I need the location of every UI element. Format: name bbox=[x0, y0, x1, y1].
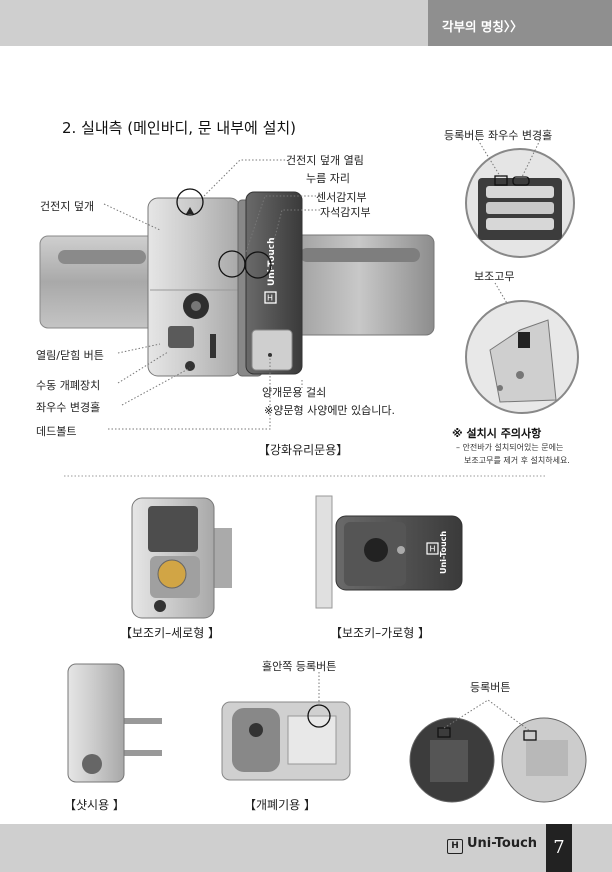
label-groove-register: 홀안쪽 등록버튼 bbox=[262, 660, 337, 673]
left-clamp-plate bbox=[39, 235, 161, 329]
label-magnet: 자석감지부 bbox=[320, 206, 371, 219]
callout-battery-open bbox=[176, 188, 204, 216]
label-double-door-note: ※양문형 사양에만 있습니다. bbox=[264, 404, 396, 417]
footer-bar bbox=[0, 824, 612, 872]
label-manual-lock: 수동 개폐장치 bbox=[36, 379, 101, 392]
label-battery-cover-open: 건전지 덮개 열림 bbox=[286, 154, 364, 167]
footer-brand-name: Uni-Touch bbox=[467, 836, 538, 851]
svg-text:Uni-Touch: Uni-Touch bbox=[267, 238, 277, 287]
caption-opener: 【개폐기용 】 bbox=[244, 798, 316, 812]
label-double-door: 양개문용 걸쇠 bbox=[262, 386, 327, 399]
variant-horizontal-illustration: H Uni-Touch bbox=[315, 495, 463, 609]
label-press-point: 누름 자리 bbox=[306, 172, 350, 185]
label-battery-cover: 건전지 덮개 bbox=[40, 200, 95, 213]
label-register-lr: 등록버튼 좌우수 변경홀 bbox=[444, 129, 553, 142]
variant-sash-illustration bbox=[67, 663, 162, 783]
caption-sash: 【샷시용 】 bbox=[64, 798, 125, 812]
variant-opener-illustration bbox=[221, 672, 351, 781]
battery-detail bbox=[465, 148, 575, 258]
lr-change-hole bbox=[185, 361, 195, 371]
header-title: 각부의 명칭〉〉 bbox=[442, 19, 523, 34]
manual-lock-lever[interactable] bbox=[168, 326, 194, 348]
svg-text:H: H bbox=[429, 545, 435, 554]
caption-vertical: 【보조키–세로형 】 bbox=[120, 626, 221, 640]
main-body bbox=[147, 197, 241, 377]
variant-register-illustration bbox=[409, 699, 587, 803]
svg-text:H: H bbox=[267, 294, 273, 303]
label-register: 등록버튼 bbox=[470, 681, 511, 694]
label-lr-hole: 좌우수 변경홀 bbox=[36, 401, 101, 414]
right-clamp-plate bbox=[283, 234, 435, 336]
page-number: 7 bbox=[546, 824, 572, 872]
label-deadbolt: 데드볼트 bbox=[36, 425, 77, 438]
footer-brand: H Uni-Touch bbox=[447, 836, 537, 854]
label-aux-rubber: 보조고무 bbox=[474, 270, 515, 283]
note-title: ※ 설치시 주의사항 bbox=[452, 427, 542, 440]
brand-logo-icon: H bbox=[447, 839, 463, 854]
note-line-1: – 안전바가 설치되어있는 문에는 bbox=[456, 443, 564, 452]
callout-magnet bbox=[244, 251, 272, 279]
variant-vertical-illustration bbox=[131, 497, 232, 619]
section-title: 2. 실내측 (메인바디, 문 내부에 설치) bbox=[62, 119, 297, 137]
svg-text:Uni-Touch: Uni-Touch bbox=[439, 531, 448, 574]
caption-glass-door: 【강화유리문용】 bbox=[258, 443, 349, 457]
note-line-2: 보조고무를 제거 후 설치하세요. bbox=[464, 456, 570, 465]
label-sensor: 센서감지부 bbox=[316, 191, 367, 204]
label-open-close-button: 열림/닫힘 버튼 bbox=[36, 349, 104, 362]
press-triangle-icon bbox=[186, 207, 194, 214]
side-module: H Uni-Touch bbox=[237, 191, 303, 377]
header-tab bbox=[428, 0, 612, 46]
rubber-detail bbox=[465, 300, 579, 414]
caption-horizontal: 【보조키–가로형 】 bbox=[330, 626, 431, 640]
